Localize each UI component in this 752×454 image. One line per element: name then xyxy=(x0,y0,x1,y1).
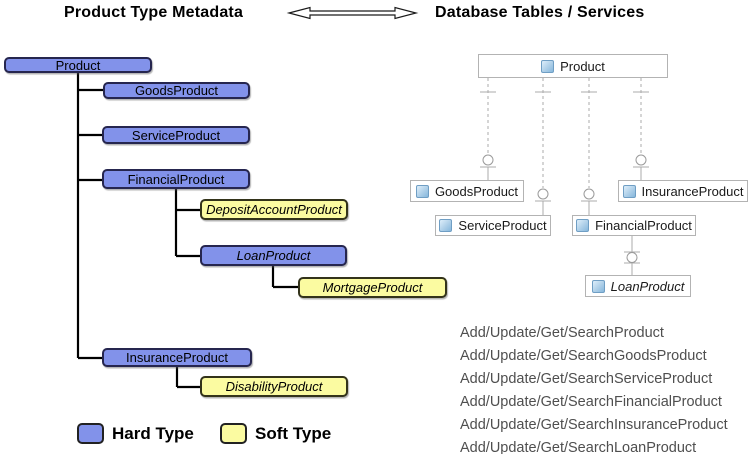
left-title: Product Type Metadata xyxy=(64,4,244,21)
tree-node-goodsproduct: GoodsProduct xyxy=(103,82,250,99)
service-operations-row: Add/Update/Get/SearchInsuranceProduct xyxy=(460,417,728,433)
db-table-goodsproduct: GoodsProduct xyxy=(410,180,524,202)
tree-node-financialproduct: FinancialProduct xyxy=(102,169,250,189)
services-list: Add/Update/Get/SearchProduct Add/Update/… xyxy=(460,322,728,454)
table-icon xyxy=(541,59,555,73)
table-icon xyxy=(591,279,605,293)
db-table-label: Product xyxy=(560,58,605,74)
double-arrow-icon xyxy=(286,6,419,20)
tree-node-disabilityproduct: DisabilityProduct xyxy=(200,376,348,397)
db-table-label: GoodsProduct xyxy=(434,183,519,199)
db-table-insuranceproduct: InsuranceProduct xyxy=(618,180,748,202)
db-table-label: InsuranceProduct xyxy=(641,183,744,199)
tree-node-insuranceproduct: InsuranceProduct xyxy=(102,348,252,367)
db-table-label: LoanProduct xyxy=(610,278,685,294)
db-table-loanproduct: LoanProduct xyxy=(585,275,691,297)
db-table-product: Product xyxy=(478,54,668,78)
table-icon xyxy=(415,184,429,198)
legend-soft-swatch xyxy=(220,423,247,444)
table-icon xyxy=(576,219,590,232)
db-table-serviceproduct: ServiceProduct xyxy=(435,215,551,236)
service-operations-row: Add/Update/Get/SearchProduct xyxy=(460,325,664,341)
service-operations-row: Add/Update/Get/SearchServiceProduct xyxy=(460,371,713,387)
tree-node-mortgageproduct: MortgageProduct xyxy=(298,277,447,298)
legend-hard-label: Hard Type xyxy=(112,424,194,443)
db-table-label: FinancialProduct xyxy=(595,218,692,233)
db-table-financialproduct: FinancialProduct xyxy=(572,215,696,236)
table-icon xyxy=(622,184,636,198)
table-icon xyxy=(439,219,453,232)
tree-node-loanproduct: LoanProduct xyxy=(200,245,347,266)
service-operations-row: Add/Update/Get/SearchGoodsProduct xyxy=(460,348,707,364)
legend-hard-swatch xyxy=(77,423,104,444)
tree-node-product: Product xyxy=(4,57,152,73)
db-table-label: ServiceProduct xyxy=(458,218,547,233)
tree-node-serviceproduct: ServiceProduct xyxy=(102,126,250,144)
legend-soft-label: Soft Type xyxy=(255,424,332,443)
right-title: Database Tables / Services xyxy=(435,4,645,21)
service-operations-row: Add/Update/Get/SearchLoanProduct xyxy=(460,440,697,454)
tree-node-depositaccountproduct: DepositAccountProduct xyxy=(200,199,348,220)
service-operations-row: Add/Update/Get/SearchFinancialProduct xyxy=(460,394,722,410)
